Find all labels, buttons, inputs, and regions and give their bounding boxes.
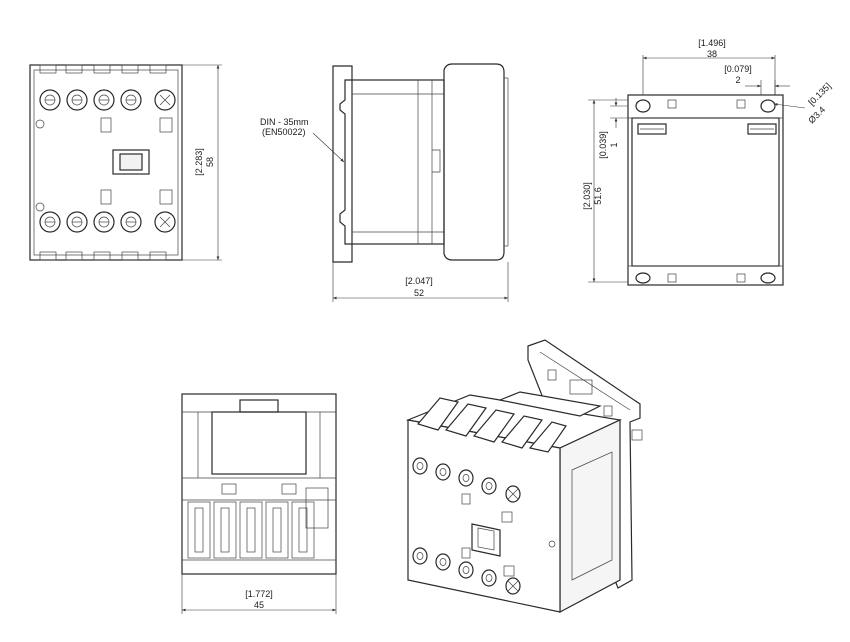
rear-hole-bottom-right — [760, 272, 776, 284]
rear-view: [1.496] 38 [0.079] 2 [0.135] Ø3.4 [0.039… — [582, 38, 833, 286]
rear-hole-top-right — [760, 99, 776, 113]
rear-hole-bottom-left — [635, 272, 651, 284]
rear-offset-mm-label: 2 — [735, 75, 740, 85]
rear-height-dimension — [588, 99, 628, 283]
bottom-width-mm-label: 45 — [254, 600, 264, 610]
hole-dia-mm-label: Ø3.4 — [806, 105, 827, 126]
rear-height-in-label: [2.030] — [582, 182, 592, 210]
iso-front-bottom-screws — [412, 547, 521, 595]
rear-width-mm-label: 38 — [707, 49, 717, 59]
bottom-width-dimension — [181, 574, 337, 614]
rear-offset-in-label: [0.079] — [724, 64, 752, 74]
side-view: DIN - 35mm (EN50022) [2.047] 52 — [260, 63, 509, 302]
front-bottom-tabs — [39, 251, 167, 261]
din-rail-label-line1: DIN - 35mm — [260, 117, 309, 127]
front-height-mm-label: 58 — [205, 157, 215, 167]
front-bottom-screws — [39, 211, 176, 233]
front-view: [2.283] 58 — [29, 64, 222, 261]
isometric-view — [405, 339, 643, 613]
rear-small-mm-label: 1 — [609, 142, 619, 147]
bottom-view: [1.772] 45 — [181, 393, 337, 614]
rear-small-in-label: [0.039] — [598, 131, 608, 159]
front-height-dimension — [182, 64, 222, 261]
iso-actuator-window — [471, 523, 501, 557]
bottom-terminal-slots — [187, 487, 329, 559]
rear-height-mm-label: 51.6 — [593, 187, 603, 205]
bottom-width-in-label: [1.772] — [245, 589, 273, 599]
din-rail-label-line2: (EN50022) — [262, 127, 306, 137]
iso-top-terminal-fins — [416, 397, 567, 453]
side-depth-mm-label: 52 — [414, 288, 424, 298]
rear-hole-top-left — [635, 99, 651, 113]
front-top-tabs — [39, 64, 167, 74]
iso-front-top-screws — [412, 457, 521, 503]
hole-dia-in-label: [0.135] — [806, 81, 833, 108]
rear-width-dimension — [642, 55, 776, 95]
side-depth-dimension — [332, 262, 509, 302]
front-top-screws — [39, 89, 176, 111]
rear-offset-dimension — [745, 80, 790, 95]
front-height-in-label: [2.283] — [194, 148, 204, 176]
rear-small-dimension — [610, 98, 628, 128]
side-depth-in-label: [2.047] — [405, 276, 433, 286]
front-actuator-window — [112, 149, 150, 175]
rear-width-in-label: [1.496] — [698, 38, 726, 48]
